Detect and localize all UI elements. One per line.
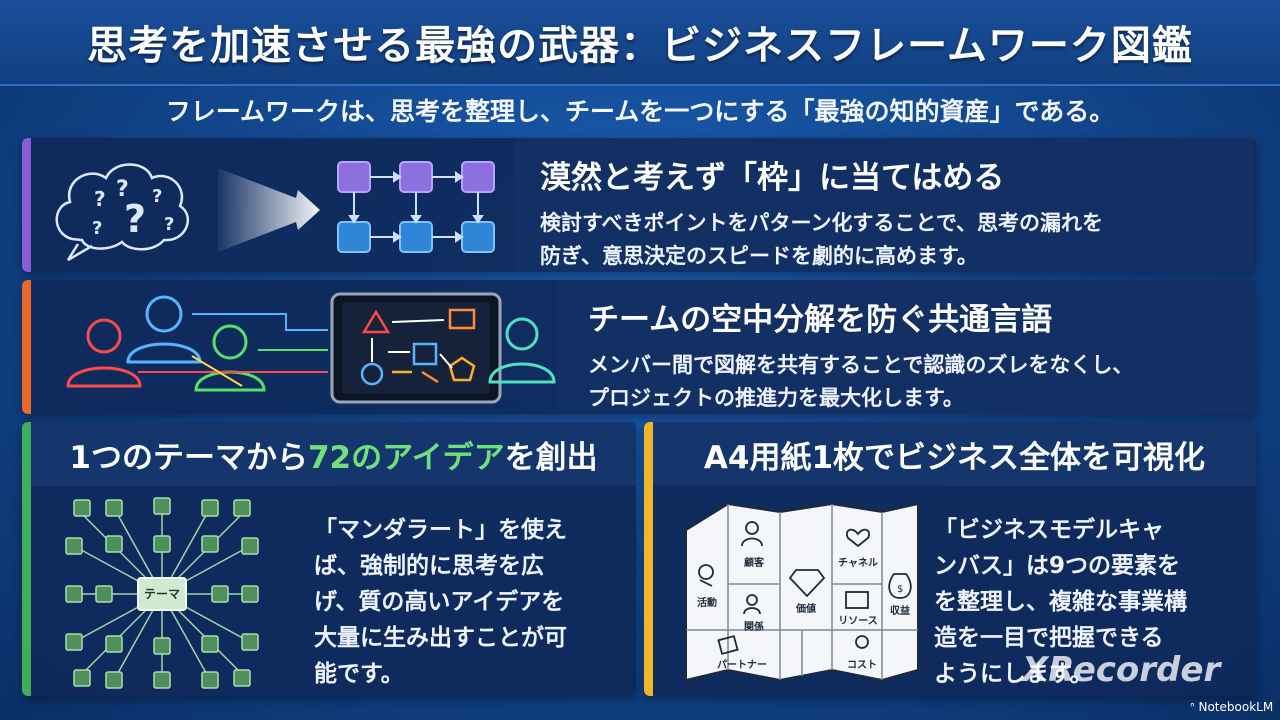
funnel-arrow-icon [218, 168, 320, 252]
person-green-icon [194, 324, 266, 392]
canvas-body-line-1: 「ビジネスモデルキャ [934, 517, 1164, 543]
canvas-label-partner: パートナー [717, 660, 767, 671]
resource-box-icon [845, 591, 869, 609]
mandala-center-label: テーマ [143, 587, 180, 601]
panel-frame-line-2: 防ぎ、意思決定のスピードを劇的に高めます。 [540, 244, 978, 268]
panel-canvas-header: A4用紙1枚でビジネス全体を可視化 [653, 422, 1256, 486]
revenue-bag-icon: $ [888, 573, 912, 599]
panel-frame-accent [22, 138, 31, 272]
person-blue-icon [126, 295, 202, 364]
panel-canvas-accent [644, 422, 653, 696]
canvas-body-line-4: 造を一目で把握できる [934, 625, 1164, 651]
team-illustration [42, 286, 562, 410]
svg-text:?: ? [94, 187, 106, 211]
frame-illustration: ? ? ? ? ? ? [42, 144, 522, 268]
canvas-label-customer: 顧客 [744, 558, 764, 569]
canvas-label-revenue: 収益 [890, 606, 910, 617]
panel-team: チームの空中分解を防ぐ共通言語 メンバー間で図解を共有することで認識のズレをなく… [22, 280, 1256, 414]
mandala-body-line-3: げ、質の高いアイデアを [314, 589, 565, 615]
mandala-body-line-1: 「マンダラート」を使え [314, 517, 567, 543]
customer-icon [741, 521, 763, 547]
panel-mandala-header: 1つのテーマから72のアイデアを創出 [31, 422, 636, 486]
mandala-chart: テーマ [62, 494, 262, 690]
notebooklm-brand: ᐢ NotebookLM [1190, 700, 1274, 714]
panel-frame-heading: 漠然と考えず「枠」に当てはめる [540, 160, 1005, 196]
tablet-icon [330, 292, 502, 404]
svg-text:?: ? [116, 177, 129, 202]
canvas-label-relationship: 関係 [744, 622, 764, 633]
framework-grid-icon [337, 161, 495, 253]
person-red-icon [66, 318, 142, 388]
idea-node-icons [65, 497, 259, 689]
panel-team-accent [22, 280, 31, 414]
svg-text:?: ? [152, 186, 162, 207]
panel-team-heading: チームの空中分解を防ぐ共通言語 [588, 302, 1053, 338]
mandala-body-line-2: ば、強制的に思考を広 [314, 553, 544, 579]
panel-canvas: A4用紙1枚でビジネス全体を可視化 $ [644, 422, 1256, 696]
partner-icon [717, 635, 739, 655]
canvas-body-line-5: ようにします。 [934, 661, 1093, 687]
svg-text:$: $ [897, 584, 903, 595]
svg-text:?: ? [124, 197, 146, 241]
title-bar: 思考を加速させる最強の武器：ビジネスフレームワーク図鑑 [0, 0, 1280, 86]
mandala-body-line-5: 能です。 [314, 661, 404, 687]
value-diamond-icon [788, 569, 826, 598]
channel-heart-icon [846, 528, 870, 548]
canvas-label-activity: 活動 [697, 598, 717, 609]
xrecorder-watermark: XRecorder [1022, 650, 1221, 690]
canvas-label-resource: リソース [838, 616, 878, 627]
mandala-body-line-4: 大量に生み出すことが可 [314, 625, 567, 651]
panel-frame-text: 漠然と考えず「枠」に当てはめる 検討すべきポイントをパターン化することで、思考の… [514, 138, 1254, 272]
notebooklm-icon: ᐢ [1190, 700, 1199, 714]
panel-team-text: チームの空中分解を防ぐ共通言語 メンバー間で図解を共有することで認識のズレをなく… [558, 280, 1256, 414]
panel-frame: ? ? ? ? ? ? [22, 138, 1256, 272]
panel-mandala: 1つのテーマから72のアイデアを創出 [22, 422, 636, 696]
panel-canvas-text: 「ビジネスモデルキャ ンバス」は9つの要素を を整理し、複雑な事業構 造を一目で… [934, 512, 1244, 692]
panel-mandala-text: 「マンダラート」を使え ば、強制的に思考を広 げ、質の高いアイデアを 大量に生み… [314, 512, 624, 692]
svg-text:?: ? [164, 214, 174, 235]
panel-team-line-2: プロジェクトの推進力を最大化します。 [588, 386, 964, 410]
business-model-canvas-illustration: $ 顧客 チャネル 活動 価値 関係 リソース 収益 パートナー コスト [682, 500, 922, 690]
panel-mandala-accent [22, 422, 31, 696]
canvas-label-value: 価値 [796, 604, 816, 615]
page-title: 思考を加速させる最強の武器：ビジネスフレームワーク図鑑 [87, 23, 1193, 69]
panel-canvas-heading: A4用紙1枚でビジネス全体を可視化 [703, 439, 1206, 476]
thought-cloud-icon [55, 163, 190, 262]
relationship-icon [743, 594, 761, 615]
person-teal-icon [488, 317, 556, 384]
panel-mandala-heading: 1つのテーマから72のアイデアを創出 [69, 439, 598, 476]
cost-icon [855, 635, 869, 649]
canvas-label-channel: チャネル [838, 558, 878, 569]
canvas-label-cost: コスト [847, 660, 877, 671]
page-subtitle: フレームワークは、思考を整理し、チームを一つにする「最強の知的資産」である。 [165, 97, 1115, 126]
activity-icon [698, 564, 714, 587]
canvas-body-line-2: ンバス」は9つの要素を [934, 553, 1181, 579]
panel-team-line-1: メンバー間で図解を共有することで認識のズレをなくし、 [588, 353, 1134, 377]
svg-text:?: ? [92, 218, 102, 239]
panel-frame-line-1: 検討すべきポイントをパターン化することで、思考の漏れを [540, 211, 1104, 235]
canvas-body-line-3: を整理し、複雑な事業構 [934, 589, 1187, 615]
